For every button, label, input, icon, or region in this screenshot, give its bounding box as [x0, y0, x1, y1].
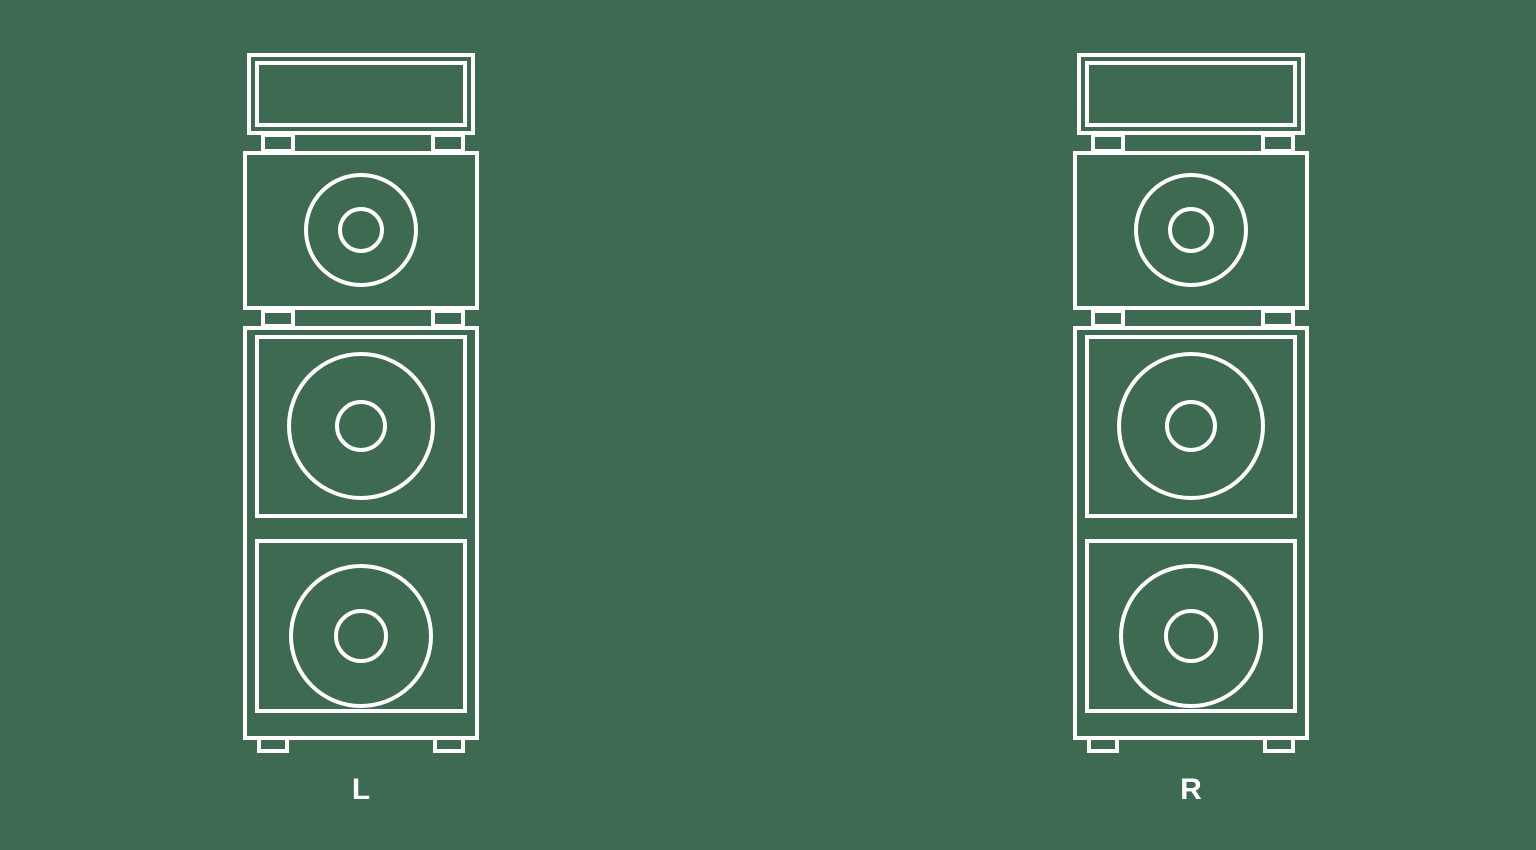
- channel-label-right: R: [1180, 773, 1202, 806]
- channel-label-left: L: [351, 773, 371, 806]
- speaker-tower-icon: [1073, 53, 1309, 753]
- speaker-tower-icon: [243, 53, 479, 753]
- speaker-tower-right: R: [1073, 53, 1309, 805]
- speaker-tower-left: L: [243, 53, 479, 805]
